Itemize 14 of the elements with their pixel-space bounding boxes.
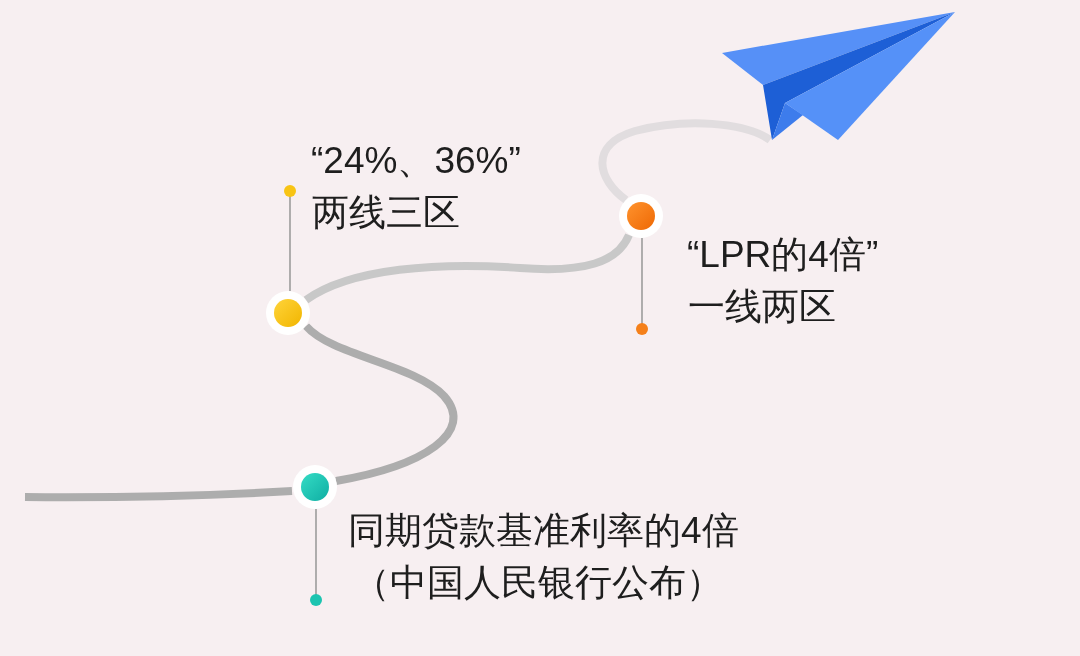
curved-line (598, 119, 773, 204)
milestone-heading: “24%、36%” (311, 139, 521, 183)
milestone-circle (266, 291, 310, 335)
milestone-caption: 两线三区 (312, 191, 460, 235)
curved-line (303, 233, 633, 304)
curved-line (303, 323, 458, 485)
milestone-circle (619, 194, 663, 238)
milestone-caption: （中国人民银行公布） (353, 561, 723, 605)
curved-line (24, 487, 293, 502)
milestone-heading: 同期贷款基准利率的4倍 (348, 509, 739, 553)
milestone-caption: 一线两区 (688, 285, 836, 329)
milestone-heading: “LPR的4倍” (687, 233, 879, 277)
paper-plane (721, 11, 957, 142)
milestone-circle (293, 465, 337, 509)
